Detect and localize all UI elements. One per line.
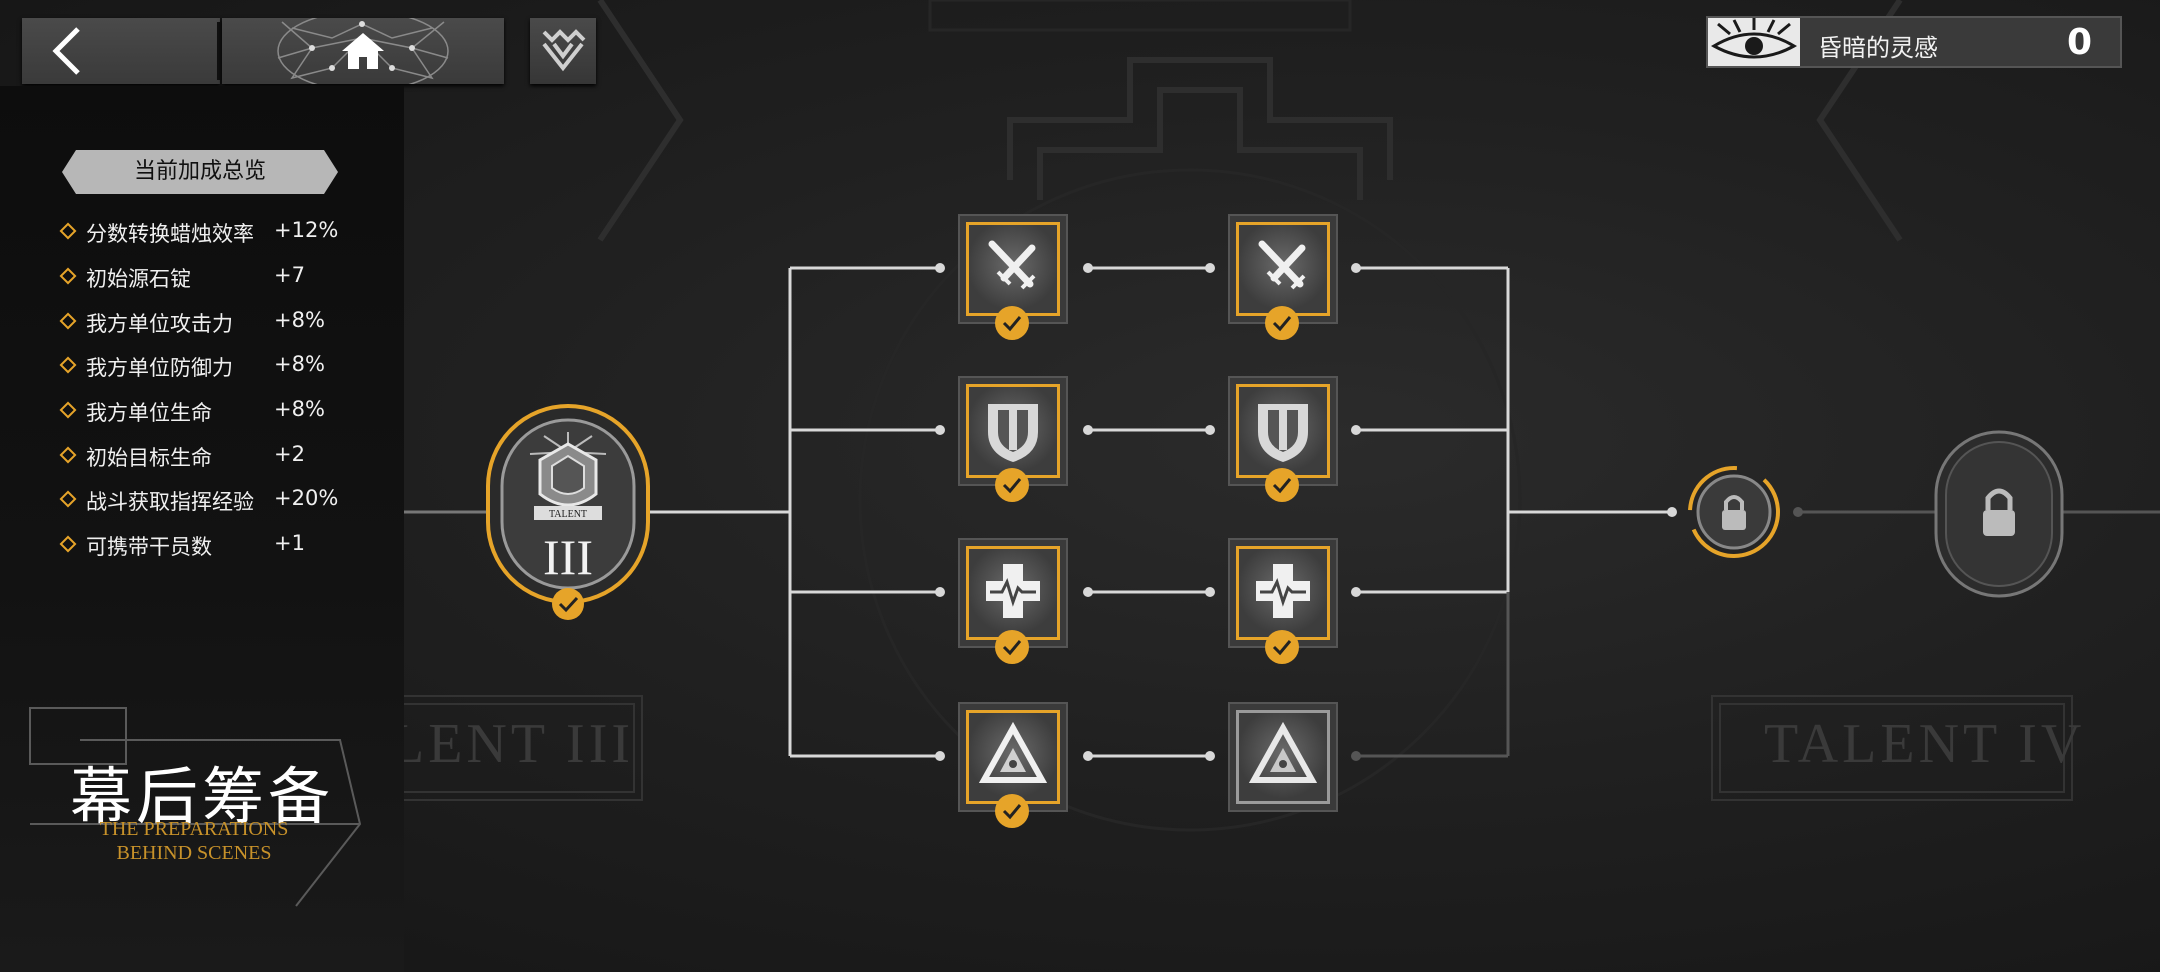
- home-button[interactable]: [222, 18, 504, 84]
- bonus-value: +1: [274, 531, 305, 555]
- diamond-bullet-icon: [59, 446, 77, 464]
- bonus-value: +8%: [274, 397, 325, 421]
- bonus-name: 初始源石锭: [86, 267, 191, 291]
- crossed-swords-icon: [1258, 240, 1306, 290]
- bonus-value: +8%: [274, 308, 325, 332]
- talent-node-attack-2[interactable]: [1228, 214, 1338, 340]
- talent-menu-button[interactable]: [530, 18, 596, 84]
- diamond-bullet-icon: [59, 222, 77, 240]
- resource-label: 昏暗的灵感: [1818, 34, 1938, 62]
- diamond-bullet-icon: [59, 535, 77, 553]
- talent-node-defense-2[interactable]: [1228, 376, 1338, 502]
- talent-numeral: III: [543, 529, 593, 585]
- activated-check-icon: [995, 630, 1029, 664]
- talent-iii-emblem: TALENT III: [486, 404, 650, 620]
- bonus-name: 我方单位防御力: [86, 356, 233, 380]
- overview-header: 当前加成总览: [62, 150, 338, 194]
- bonus-name: 初始目标生命: [86, 446, 212, 470]
- bonus-name: 可携带干员数: [86, 535, 212, 559]
- activated-check-icon: [1265, 306, 1299, 340]
- crossed-swords-icon: [988, 240, 1036, 290]
- bonus-name: 我方单位生命: [86, 401, 212, 425]
- triangle-eye-icon: [1248, 721, 1318, 783]
- bonus-name: 分数转换蜡烛效率: [86, 222, 254, 246]
- bonus-value: +7: [274, 263, 305, 287]
- bonus-name: 我方单位攻击力: [86, 312, 233, 336]
- resource-value: 0: [2066, 22, 2092, 63]
- triangle-eye-icon: [978, 721, 1048, 783]
- activated-check-icon: [995, 794, 1029, 828]
- talent-emblem-icon: [542, 29, 586, 72]
- activated-check-icon: [995, 468, 1029, 502]
- activated-check-icon: [1265, 468, 1299, 502]
- lock-icon: [1983, 488, 2015, 536]
- diamond-bullet-icon: [59, 267, 77, 285]
- talent-node-health-2[interactable]: [1228, 538, 1338, 664]
- bonus-value: +12%: [274, 218, 339, 242]
- eye-icon: [1710, 18, 1798, 59]
- back-button[interactable]: [22, 18, 220, 84]
- medical-cross-icon: [986, 564, 1040, 618]
- overview-title: 当前加成总览: [133, 159, 266, 184]
- stage-title-frame: [29, 707, 362, 907]
- locked-talent-node[interactable]: [1684, 462, 1784, 562]
- diamond-bullet-icon: [59, 401, 77, 419]
- locked-talent-iv-node[interactable]: [1930, 426, 2068, 602]
- talent-node-special-2[interactable]: [1228, 702, 1338, 812]
- stage-subtitle-line1: THE PREPARATIONS: [99, 818, 289, 840]
- talent-node-attack-1[interactable]: [958, 214, 1068, 340]
- topbar-divider: [217, 22, 221, 80]
- lock-icon: [1722, 495, 1746, 530]
- talent-iv-watermark: TALENT IV: [1764, 713, 2086, 775]
- talent-badge-text: TALENT: [549, 509, 587, 520]
- shield-icon: [1258, 404, 1308, 462]
- resource-icon-box: [1708, 18, 1800, 66]
- shield-icon: [988, 404, 1038, 462]
- stage-title: 幕后筹备: [70, 760, 335, 833]
- activated-check-icon: [995, 306, 1029, 340]
- talent-iii-node[interactable]: TALENT III: [482, 402, 654, 620]
- talent-node-defense-1[interactable]: [958, 376, 1068, 502]
- bonus-name: 战斗获取指挥经验: [86, 490, 254, 514]
- bonus-value: +8%: [274, 352, 325, 376]
- talent-iii-watermark: LENT III: [390, 713, 634, 775]
- diamond-bullet-icon: [59, 356, 77, 374]
- home-icon: [342, 33, 384, 69]
- chevron-left-icon: [52, 27, 80, 75]
- stage-subtitle-line2: BEHIND SCENES: [116, 842, 272, 864]
- resource-counter: 昏暗的灵感 0: [1706, 16, 2122, 68]
- activated-check-icon: [1265, 630, 1299, 664]
- diamond-bullet-icon: [59, 312, 77, 330]
- talent-node-health-1[interactable]: [958, 538, 1068, 664]
- talent-node-special-1[interactable]: [958, 702, 1068, 828]
- bonus-value: +20%: [274, 486, 339, 510]
- diamond-bullet-icon: [59, 490, 77, 508]
- bonus-value: +2: [274, 442, 305, 466]
- medical-cross-icon: [1256, 564, 1310, 618]
